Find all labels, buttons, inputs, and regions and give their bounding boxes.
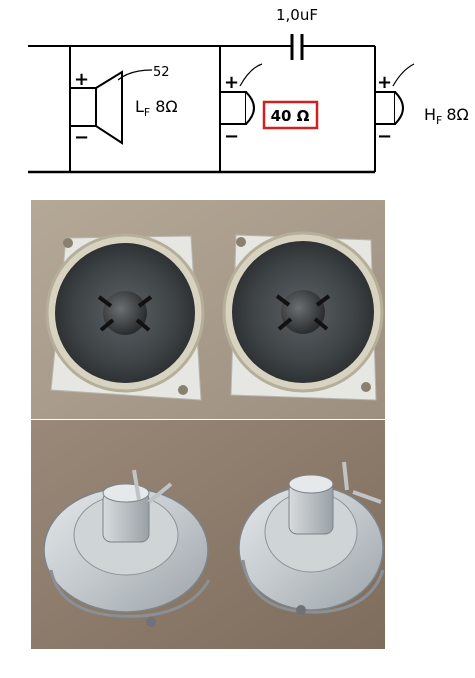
back-speaker-left	[43, 469, 211, 627]
midrange-impedance-highlight	[262, 100, 319, 130]
woofer-symbol	[69, 70, 123, 145]
speakers-front-photo	[31, 200, 385, 419]
tweeter-plus: +	[377, 72, 392, 93]
midrange-leader-line	[239, 63, 263, 87]
midrange-impedance: 40 Ω	[271, 107, 310, 125]
midrange-minus: −	[224, 126, 239, 147]
capacitor-symbol	[290, 34, 304, 60]
woofer-part-number: 52	[153, 65, 170, 80]
capacitor-label: 1,0uF	[276, 6, 318, 24]
tweeter-leader-line	[392, 63, 415, 87]
woofer-minus: −	[74, 127, 89, 148]
woofer-leader-line	[117, 69, 153, 81]
tweeter-symbol	[374, 91, 404, 125]
midrange-plus: +	[224, 72, 239, 93]
woofer-plus: +	[74, 69, 89, 90]
back-speaker-right	[238, 461, 385, 615]
speakers-back-photo	[31, 420, 385, 649]
midrange-symbol	[219, 91, 255, 125]
front-speaker-left	[45, 233, 205, 401]
tweeter-minus: −	[377, 126, 392, 147]
front-speaker-right	[222, 231, 384, 401]
